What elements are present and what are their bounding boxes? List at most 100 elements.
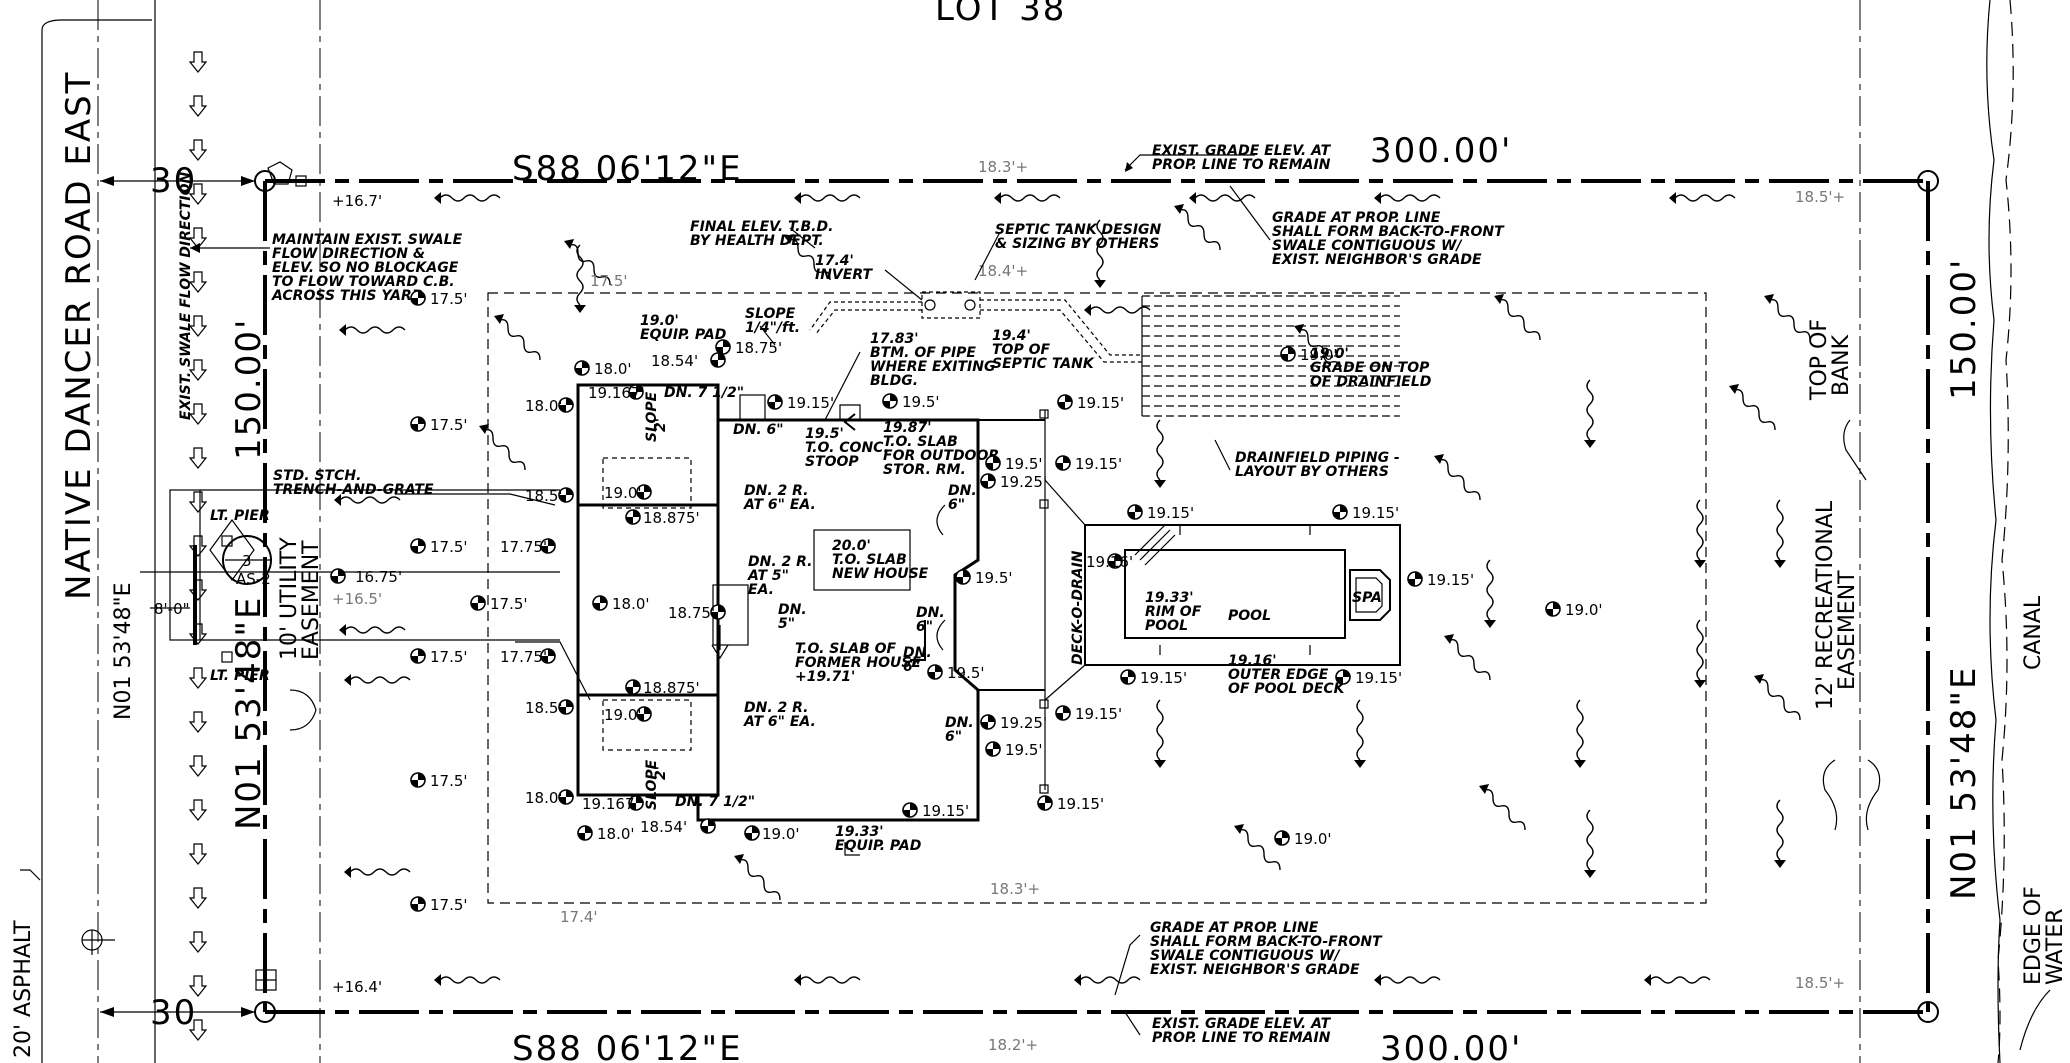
road-name: NATIVE DANCER ROAD EAST: [59, 71, 99, 600]
flow-arrow-icon: [793, 973, 861, 987]
flow-arrow-icon: [1153, 419, 1167, 489]
elevation-s18-875a: 18.875': [643, 509, 700, 527]
elevation-s19-25a: 19.25': [1000, 473, 1047, 491]
flow-arrow-icon: [1773, 799, 1787, 869]
recreational-easement-2: EASEMENT: [1835, 570, 1860, 690]
flow-arrow-icon: [343, 865, 411, 879]
elevation-e18-3-bot: 18.3'+: [990, 880, 1040, 898]
swale-arrow-icon: [189, 711, 207, 733]
elevation-x17-4: 17.4': [560, 908, 598, 926]
elevation-s18-5b: 18.5': [525, 699, 563, 717]
flow-arrow-icon: [733, 853, 781, 901]
swale-arrow-icon: [189, 491, 207, 513]
flow-arrow-icon: [1493, 293, 1541, 341]
elevation-s19-15a: 19.15': [787, 394, 834, 412]
note-std-stch: STD. STCH.TRENCH-AND-GRATE: [273, 468, 434, 498]
elevation-s17-5f: 17.5': [430, 896, 468, 914]
elevation-e18-4: 18.4'+: [978, 262, 1028, 280]
elevation-e18-2: 18.2'+: [988, 1036, 1038, 1054]
spot-elevation-icon: [1280, 346, 1296, 362]
spot-elevation-icon: [710, 352, 726, 368]
elevation-s17-75a: 17.75': [500, 538, 547, 556]
spot-elevation-icon: [1274, 830, 1290, 846]
top-of-bank-1: TOP OF: [1807, 319, 1832, 401]
note-slope-2-val: 2': [653, 766, 669, 780]
elevation-s19-5d: 19.5': [947, 664, 985, 682]
spot-elevation-icon: [470, 595, 486, 611]
note-dn-7-top: DN. 7 1/2": [664, 385, 744, 401]
note-dn-6-b: DN.6": [916, 605, 945, 635]
spot-elevation-icon: [1335, 669, 1351, 685]
flow-arrow-icon: [993, 191, 1061, 205]
edge-of-water-1: EDGE OF: [2021, 886, 2046, 985]
spot-elevation-icon: [902, 802, 918, 818]
spot-elevation-icon: [1332, 504, 1348, 520]
elevation-e16-4: +16.4': [332, 978, 382, 996]
east-bearing: N01 53'48"E: [1944, 666, 1984, 901]
elevation-x17-5: 17.5': [590, 272, 628, 290]
spa-label: SPA: [1352, 590, 1382, 606]
deck-o-drain-label: DECK-O-DRAIN: [1070, 550, 1086, 665]
flow-arrow-icon: [478, 423, 526, 471]
spot-elevation-icon: [1057, 394, 1073, 410]
spot-elevation-icon: [625, 679, 641, 695]
elevation-s19-16: 19.16': [1086, 553, 1133, 571]
elevation-s19-0e: 19.0': [1565, 601, 1603, 619]
flow-arrow-icon: [1643, 973, 1711, 987]
lt-pier-bottom: LT. PIER: [210, 668, 270, 684]
elevation-e16-75: 16.75': [355, 568, 402, 586]
flow-arrow-icon: [338, 323, 406, 337]
spot-elevation-icon: [410, 416, 426, 432]
swale-arrow-icon: [189, 799, 207, 821]
spot-elevation-icon: [1037, 795, 1053, 811]
spot-elevation-icon: [927, 664, 943, 680]
elevation-s18-0b: 18.0': [525, 397, 563, 415]
pool-label: POOL: [1228, 608, 1271, 624]
septic-system: [809, 291, 1400, 417]
note-septic-design: SEPTIC TANK DESIGN& SIZING BY OTHERS: [995, 222, 1162, 252]
note-final-elev: FINAL ELEV. T.B.D.BY HEALTH DEPT.: [690, 219, 833, 249]
south-distance: 300.00': [1380, 1029, 1522, 1063]
flow-arrow-icon: [1353, 699, 1367, 769]
note-drainfield-piping: DRAINFIELD PIPING -LAYOUT BY OTHERS: [1235, 450, 1400, 480]
elevation-s19-5e: 19.5': [1005, 741, 1043, 759]
flow-arrow-icon: [343, 673, 411, 687]
setback-top: 30: [150, 161, 197, 201]
elevation-e16-7: +16.7': [332, 192, 382, 210]
flow-arrow-icon: [1573, 699, 1587, 769]
note-invert: 17.4'INVERT: [815, 253, 873, 283]
elevation-s19-0b: 19.0': [604, 706, 642, 724]
elevation-e16-5: +16.5': [332, 590, 382, 608]
swale-arrow-icon: [189, 579, 207, 601]
elevation-s17-5a: 17.5': [430, 290, 468, 308]
spot-elevation-icon: [955, 569, 971, 585]
building-envelope: [487, 292, 1707, 904]
elevation-s19-15e: 19.15': [1352, 504, 1399, 522]
elevation-s19-0a: 19.0': [604, 484, 642, 502]
top-of-bank-2: BANK: [1829, 334, 1854, 396]
flow-arrow-icon: [1478, 783, 1526, 831]
elevation-s19-25b: 19.25': [1000, 714, 1047, 732]
canal-bank: 12' RECREATIONAL EASEMENT CANAL TOP OF B…: [1807, 0, 2068, 1063]
flow-arrow-icon: [1443, 633, 1491, 681]
elevation-s18-0c: 18.0': [525, 789, 563, 807]
utility-easement-2: EASEMENT: [299, 540, 324, 660]
note-dn-2r-5: DN. 2 R.AT 5"EA.: [747, 554, 813, 598]
property-line: [254, 161, 1939, 1023]
swale-arrow-icon: [189, 755, 207, 777]
swale-arrow-icon: [189, 843, 207, 865]
flow-arrow-icon: [1753, 673, 1801, 721]
flow-arrow-icon: [1433, 453, 1481, 501]
exist-swale-label: EXIST. SWALE FLOW DIRECTION: [178, 171, 194, 420]
spot-elevation-icon: [625, 509, 641, 525]
elevation-s19-15h: 19.15': [1355, 669, 1402, 687]
swale-arrow-icon: [189, 447, 207, 469]
